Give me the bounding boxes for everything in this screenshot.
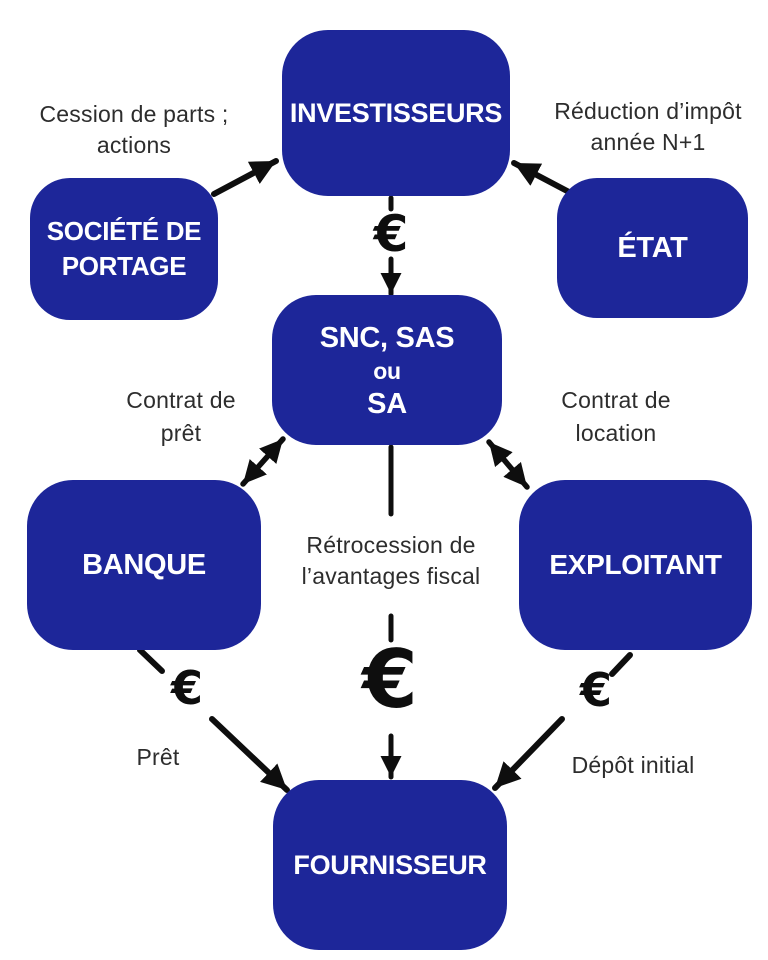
node-investisseurs: INVESTISSEURS [282, 30, 510, 196]
node-snc-line2: ou [373, 357, 401, 384]
label-pret: Prêt [108, 742, 208, 773]
node-investisseurs-label: INVESTISSEURS [289, 97, 503, 128]
label-contrat-de-pret: Contrat de prêt [106, 384, 256, 450]
label-contrat-pret-line2: prêt [160, 420, 202, 446]
euro-symbol-exploitant-fournisseur: € [579, 663, 613, 717]
label-contrat-pret-line1: Contrat de [126, 387, 236, 413]
arrow-societe-to-investisseurs [211, 158, 279, 197]
node-snc-sas-sa: SNC, SAS ou SA [272, 295, 502, 445]
euro-symbol-snc-fournisseur: € [362, 633, 418, 726]
euro-symbol-banque-fournisseur: € [170, 661, 204, 715]
node-banque: BANQUE [27, 480, 261, 650]
arrow-banque-to-fournisseur [209, 716, 290, 793]
label-retrocession: Rétrocession de l’avantages fiscal [281, 530, 501, 592]
node-snc-line1: SNC, SAS [319, 321, 455, 354]
label-pret-line1: Prêt [136, 744, 180, 770]
node-fournisseur: FOURNISSEUR [273, 780, 507, 950]
label-cession-line1: Cession de parts ; [39, 101, 229, 127]
euro-symbol-investisseurs-snc: € [373, 205, 409, 263]
node-societe-line2: PORTAGE [61, 251, 187, 281]
label-contrat-location-line1: Contrat de [561, 387, 671, 413]
arrow-snc-exploitant-double [486, 439, 530, 490]
node-banque-label: BANQUE [82, 548, 206, 581]
node-etat: ÉTAT [557, 178, 748, 318]
label-depot-initial: Dépôt initial [553, 750, 713, 781]
node-societe-line1: SOCIÉTÉ DE [46, 216, 202, 246]
label-cession-de-parts: Cession de parts ; actions [34, 99, 234, 161]
node-exploitant: EXPLOITANT [519, 480, 752, 650]
label-reduction-line2: année N+1 [590, 129, 706, 155]
label-depot-initial-line1: Dépôt initial [571, 752, 695, 778]
dash-banque-euro [137, 647, 165, 674]
node-societe-de-portage: SOCIÉTÉ DE PORTAGE [30, 178, 218, 320]
node-fournisseur-label: FOURNISSEUR [293, 849, 487, 880]
label-retrocession-line2: l’avantages fiscal [301, 563, 481, 589]
label-reduction-impot: Réduction d’impôt année N+1 [548, 96, 748, 158]
arrow-etat-to-investisseurs [511, 160, 572, 195]
label-cession-line2: actions [96, 132, 172, 158]
label-contrat-de-location: Contrat de location [541, 384, 691, 450]
node-etat-label: ÉTAT [617, 231, 688, 264]
node-snc-line3: SA [367, 387, 407, 420]
label-retrocession-line1: Rétrocession de [306, 532, 476, 558]
arrow-exploitant-to-fournisseur [492, 716, 565, 791]
label-reduction-line1: Réduction d’impôt [554, 98, 742, 124]
node-exploitant-label: EXPLOITANT [549, 549, 722, 580]
label-contrat-location-line2: location [575, 420, 657, 446]
dash-exploitant-euro [609, 652, 633, 677]
